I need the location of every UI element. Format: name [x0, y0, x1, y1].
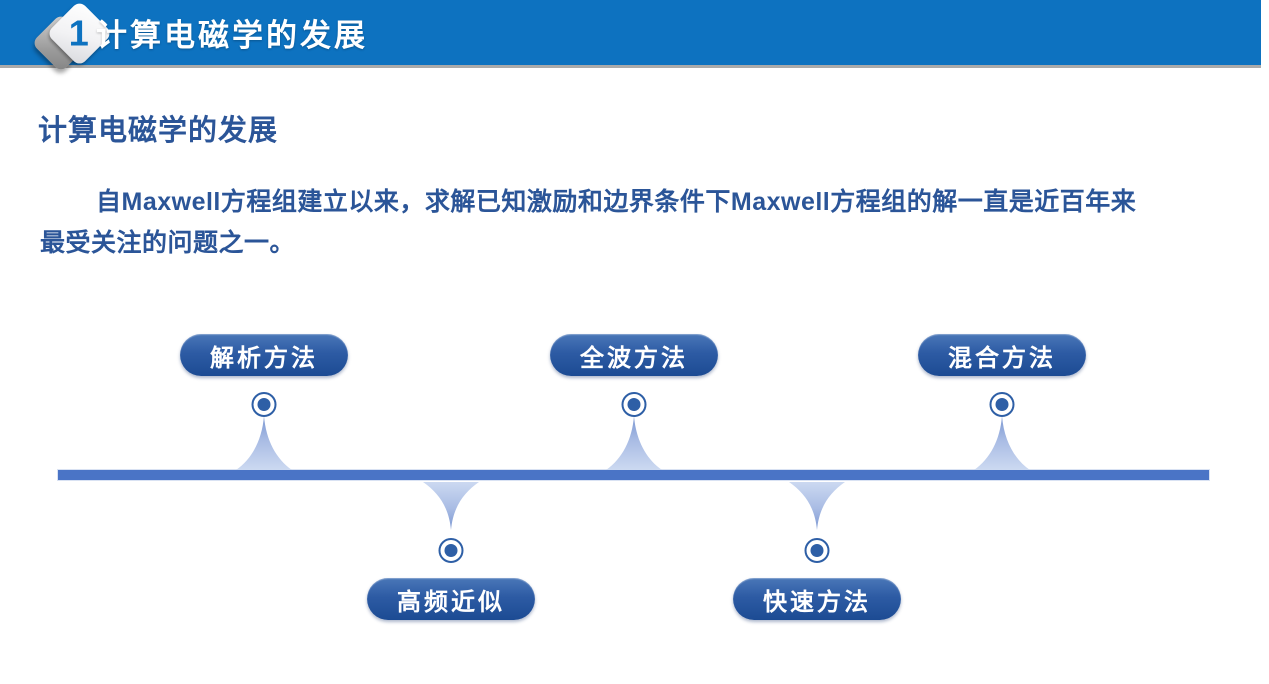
timeline-connector — [606, 416, 662, 470]
timeline-connector — [236, 416, 292, 470]
timeline-marker-icon — [251, 392, 277, 417]
timeline-connector — [974, 416, 1030, 470]
section-number: 1 — [69, 12, 90, 54]
timeline-node-highfreq: 高频近似 — [367, 578, 535, 620]
body-paragraph: 自Maxwell方程组建立以来，求解已知激励和边界条件下Maxwell方程组的解… — [40, 182, 1220, 264]
marker-dot — [257, 398, 271, 411]
section-heading: 计算电磁学的发展 — [38, 115, 279, 147]
timeline-connector — [423, 482, 479, 530]
marker-dot — [444, 544, 458, 557]
timeline-marker-icon — [438, 538, 464, 563]
timeline-node-fast: 快速方法 — [733, 578, 901, 620]
marker-dot — [810, 544, 824, 557]
timeline-node-hybrid: 混合方法 — [918, 334, 1086, 376]
timeline-marker-icon — [989, 392, 1015, 417]
timeline-marker-icon — [621, 392, 647, 417]
timeline-node-fullwave: 全波方法 — [550, 334, 718, 376]
timeline-marker-icon — [804, 538, 830, 563]
paragraph-line: 最受关注的问题之一。 — [40, 229, 296, 257]
header-bar: 1 计算电磁学的发展 — [0, 0, 1261, 73]
timeline-node-analytical: 解析方法 — [180, 334, 348, 376]
timeline-diagram: 解析方法 全波方法 混合方法 高频近似 快速方法 — [0, 300, 1269, 660]
timeline-connector — [789, 482, 845, 530]
marker-dot — [627, 398, 641, 411]
timeline-bar — [57, 469, 1210, 481]
paragraph-line: 自Maxwell方程组建立以来，求解已知激励和边界条件下Maxwell方程组的解… — [96, 188, 1137, 216]
marker-dot — [995, 398, 1009, 411]
header-title: 计算电磁学的发展 — [96, 18, 368, 53]
